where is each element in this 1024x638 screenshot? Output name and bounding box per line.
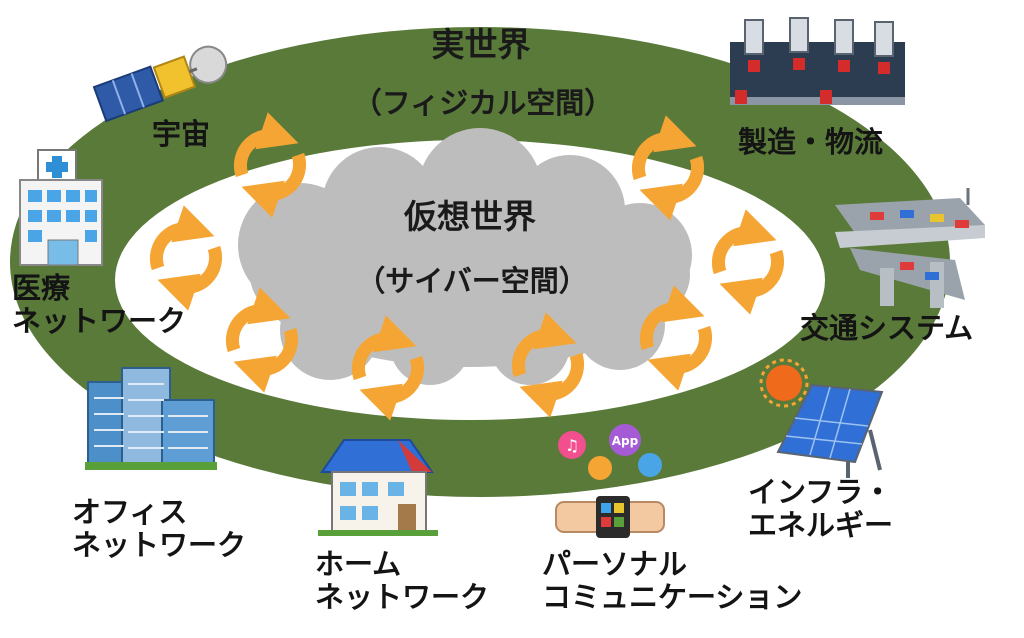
label-home-line1: ホーム (315, 547, 402, 581)
label-infra-line1: インフラ・ (748, 475, 893, 509)
office-building-icon (85, 367, 217, 470)
cycle-arrow-6 (639, 285, 713, 391)
satellite-icon (92, 45, 228, 123)
factory-robot-icon (730, 17, 905, 105)
label-home: ホーム ネットワーク (315, 547, 490, 615)
cycle-arrow-2 (149, 205, 223, 311)
label-personal-line2: コミュニケーション (542, 580, 803, 615)
real-world-title: 実世界 (431, 25, 531, 64)
label-office-line1: オフィス (72, 495, 188, 529)
svg-text:♫: ♫ (565, 436, 579, 455)
label-infra-line2: エネルギー (748, 508, 894, 543)
cycle-arrow-3 (225, 287, 299, 393)
label-office-line2: ネットワーク (72, 528, 247, 563)
label-manufacturing: 製造・物流 (738, 125, 884, 159)
label-medical-line2: ネットワーク (12, 304, 187, 339)
cycle-arrows (149, 112, 785, 421)
cycle-arrow-1 (233, 112, 307, 218)
label-space: 宇宙 (152, 117, 211, 151)
label-home-line2: ネットワーク (315, 580, 490, 615)
virtual-world-subtitle: （サイバー空間） (356, 264, 588, 298)
real-world-subtitle: （フィジカル空間） (352, 86, 614, 120)
label-infra: インフラ・ エネルギー (748, 475, 894, 543)
solar-panel-icon (759, 358, 884, 478)
house-icon (318, 439, 438, 536)
cycle-arrow-4 (351, 315, 425, 421)
cycle-arrow-5 (511, 312, 585, 418)
app-badge-label: App (612, 434, 639, 448)
hospital-icon (19, 149, 103, 266)
label-personal: パーソナル コミュニケーション (542, 547, 803, 615)
cyber-cloud (238, 128, 692, 385)
label-office: オフィス ネットワーク (72, 495, 247, 563)
highway-icon (835, 188, 985, 308)
cycle-arrow-8 (631, 115, 705, 221)
cycle-arrow-7 (711, 209, 785, 315)
virtual-world-title: 仮想世界 (404, 197, 536, 236)
smartwatch-icon: ♫ App (555, 424, 665, 538)
label-medical: 医療 ネットワーク (12, 271, 187, 339)
label-transport: 交通システム (800, 311, 974, 345)
label-medical-line1: 医療 (12, 271, 71, 305)
label-personal-line1: パーソナル (542, 547, 688, 581)
